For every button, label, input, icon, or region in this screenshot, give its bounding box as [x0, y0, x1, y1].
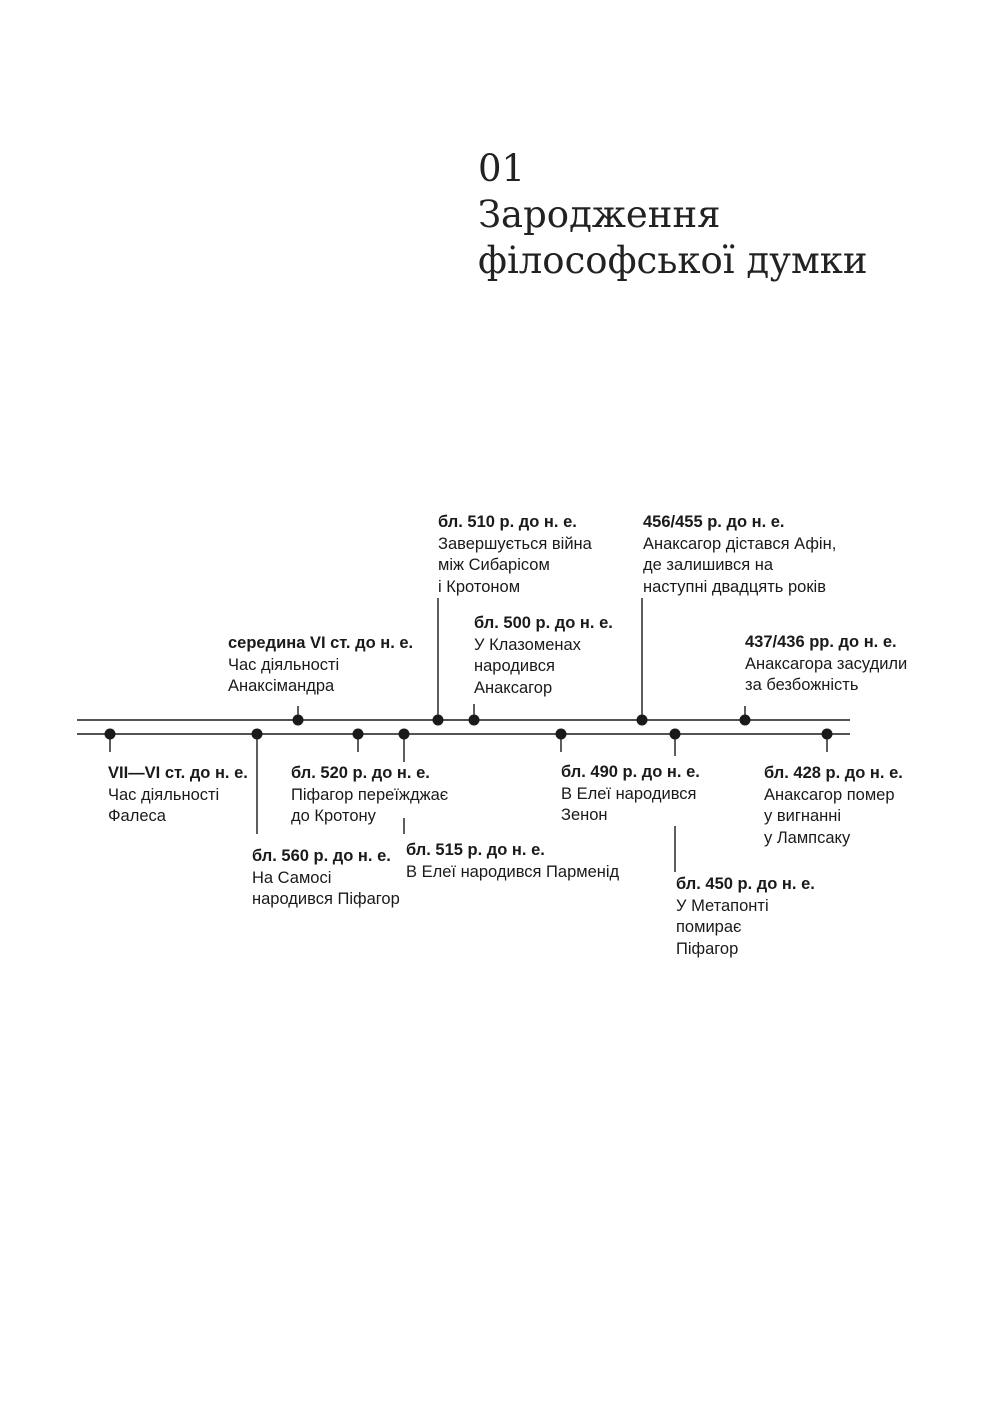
event-text-line: Анаксімандра	[228, 677, 335, 695]
event-text-line: до Кротону	[291, 807, 376, 825]
event-text-line: за безбожність	[745, 676, 859, 694]
marker-lower-7	[821, 728, 833, 740]
event-lower-4: бл. 515 р. до н. е. В Елеї народився Пар…	[406, 840, 619, 883]
event-text-line: Фалеса	[108, 807, 166, 825]
event-text-line: де залишився на	[643, 556, 774, 574]
event-text-line: Час діяльності	[228, 655, 340, 674]
event-lower-6: бл. 450 р. до н. е. У Метапонті помирає …	[676, 874, 815, 960]
event-date: 437/436 рр. до н. е.	[745, 633, 897, 651]
marker-lower-5	[555, 728, 567, 740]
event-text-line: помирає	[676, 918, 742, 936]
event-text-line: між Сибарісом	[438, 556, 550, 574]
event-text-line: народився	[474, 657, 555, 675]
marker-lower-2	[251, 728, 263, 740]
event-text-line: Анаксагора засудили	[745, 654, 908, 673]
event-text-line: Анаксагор дістався Афін,	[643, 534, 837, 553]
event-lower-1: VII—VI ст. до н. е. Час діяльності Фалес…	[108, 763, 248, 828]
event-lower-3: бл. 520 р. до н. е. Піфагор переїжджає д…	[291, 763, 448, 828]
marker-upper-1	[292, 714, 304, 726]
event-text-line: В Елеї народився Парменід	[406, 862, 620, 881]
event-date: бл. 515 р. до н. е.	[406, 841, 545, 859]
chapter-heading: 01 Зародження філософської думки	[478, 146, 868, 284]
event-text-line: Анаксагор помер	[764, 785, 895, 804]
event-text-line: народився Піфагор	[252, 890, 400, 908]
chapter-number: 01	[478, 147, 526, 190]
event-text-line: В Елеї народився	[561, 784, 697, 803]
event-text-line: Завершується війна	[438, 534, 592, 553]
event-text-line: Анаксагор	[474, 678, 553, 697]
event-upper-2: бл. 510 р. до н. е. Завершується війна м…	[438, 512, 592, 598]
event-text-line: У Метапонті	[676, 896, 769, 915]
event-text-line: У Клазоменах	[474, 635, 581, 654]
event-text-line: і Кротоном	[438, 577, 521, 596]
event-upper-3: бл. 500 р. до н. е. У Клазоменах народив…	[474, 613, 613, 699]
event-text-line: На Самосі	[252, 868, 332, 887]
event-date: бл. 510 р. до н. е.	[438, 513, 577, 531]
event-text-line: Час діяльності	[108, 785, 220, 804]
event-upper-5: 437/436 рр. до н. е. Анаксагора засудили…	[745, 632, 907, 697]
event-date: бл. 500 р. до н. е.	[474, 614, 613, 632]
marker-upper-3	[468, 714, 480, 726]
event-date: бл. 520 р. до н. е.	[291, 764, 430, 782]
event-text-line: наступні двадцять років	[643, 577, 826, 596]
event-date: бл. 490 р. до н. е.	[561, 763, 700, 781]
marker-upper-5	[739, 714, 751, 726]
event-text-line: Піфагор	[676, 939, 739, 958]
chapter-title-line-1: Зародження	[478, 193, 721, 236]
event-lower-7: бл. 428 р. до н. е. Анаксагор помер у ви…	[764, 763, 903, 849]
marker-lower-4	[398, 728, 410, 740]
event-date: середина VI ст. до н. е.	[228, 634, 414, 652]
event-date: бл. 560 р. до н. е.	[252, 847, 391, 865]
marker-lower-1	[104, 728, 116, 740]
marker-upper-2	[432, 714, 444, 726]
event-text-line: Піфагор переїжджає	[291, 785, 449, 804]
event-text-line: у Лампсаку	[764, 828, 851, 847]
event-text-line: Зенон	[561, 806, 608, 824]
chapter-title-line-2: філософської думки	[478, 239, 868, 282]
marker-upper-4	[636, 714, 648, 726]
event-date: VII—VI ст. до н. е.	[108, 764, 248, 782]
event-upper-1: середина VI ст. до н. е. Час діяльності …	[228, 633, 413, 698]
event-text-line: у вигнанні	[764, 807, 842, 825]
event-date: бл. 450 р. до н. е.	[676, 875, 815, 893]
event-lower-2: бл. 560 р. до н. е. На Самосі народився …	[252, 846, 400, 911]
marker-lower-3	[352, 728, 364, 740]
event-date: 456/455 р. до н. е.	[643, 513, 785, 531]
marker-lower-6	[669, 728, 681, 740]
event-upper-4: 456/455 р. до н. е. Анаксагор дістався А…	[643, 512, 836, 598]
event-lower-5: бл. 490 р. до н. е. В Елеї народився Зен…	[561, 762, 700, 827]
event-date: бл. 428 р. до н. е.	[764, 764, 903, 782]
